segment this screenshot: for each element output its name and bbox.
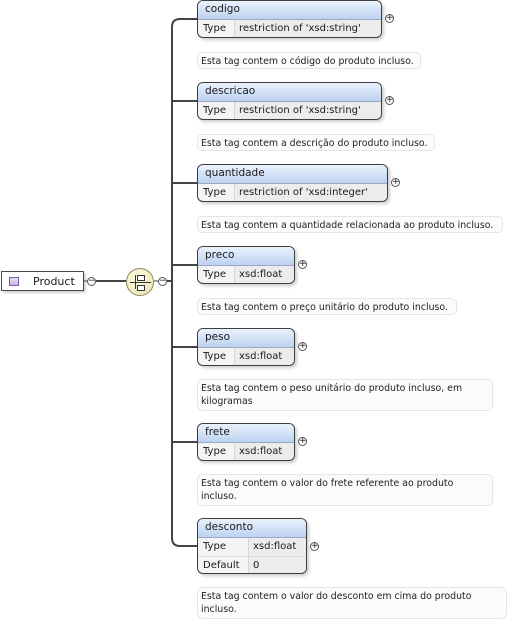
default-value: 0 <box>248 557 306 573</box>
element-peso[interactable]: peso Type xsd:float <box>197 328 295 366</box>
element-name: quantidade <box>198 165 387 184</box>
type-row: Type restriction of 'xsd:integer' <box>198 184 387 201</box>
type-value: xsd:float <box>234 266 294 283</box>
element-name: desconto <box>198 519 306 538</box>
element-name: descricao <box>198 83 381 102</box>
type-value: restriction of 'xsd:string' <box>234 102 381 119</box>
sequence-compositor[interactable] <box>126 268 154 296</box>
type-row: Type xsd:float <box>198 443 294 460</box>
type-key: Type <box>203 446 226 457</box>
preco-description: Esta tag contem o preço unitário do prod… <box>197 298 457 315</box>
element-icon <box>9 277 19 286</box>
type-row: Type xsd:float <box>198 348 294 365</box>
element-descricao[interactable]: descricao Type restriction of 'xsd:strin… <box>197 82 382 120</box>
type-value: restriction of 'xsd:integer' <box>234 184 387 201</box>
type-row: Type restriction of 'xsd:string' <box>198 20 381 37</box>
type-key: Type <box>203 541 226 552</box>
root-element-product[interactable]: Product <box>1 271 84 291</box>
expand-quantidade-toggle[interactable]: + <box>391 177 400 187</box>
expand-peso-toggle[interactable]: + <box>298 341 307 351</box>
expand-frete-toggle[interactable]: + <box>298 436 307 446</box>
frete-description: Esta tag contem o valor do frete referen… <box>197 474 493 506</box>
collapse-root-toggle[interactable]: − <box>87 276 96 286</box>
element-preco[interactable]: preco Type xsd:float <box>197 246 295 284</box>
type-key: Type <box>203 105 226 116</box>
type-key: Type <box>203 351 226 362</box>
desconto-description: Esta tag contem o valor do desconto em c… <box>197 587 507 619</box>
element-frete[interactable]: frete Type xsd:float <box>197 423 295 461</box>
type-key: Type <box>203 187 226 198</box>
type-value: xsd:float <box>248 538 306 556</box>
element-name: codigo <box>198 1 381 20</box>
element-name: preco <box>198 247 294 266</box>
element-desconto[interactable]: desconto Type xsd:float Default 0 <box>197 518 307 574</box>
collapse-sequence-toggle[interactable]: − <box>158 276 167 286</box>
root-element-label: Product <box>33 275 75 288</box>
expand-preco-toggle[interactable]: + <box>298 259 307 269</box>
element-name: peso <box>198 329 294 348</box>
type-value: restriction of 'xsd:string' <box>234 20 381 37</box>
descricao-description: Esta tag contem a descrição do produto i… <box>197 134 435 151</box>
type-row: Type xsd:float <box>198 266 294 283</box>
type-value: xsd:float <box>234 443 294 460</box>
quantidade-description: Esta tag contem a quantidade relacionada… <box>197 216 503 233</box>
type-key: Type <box>203 269 226 280</box>
expand-descricao-toggle[interactable]: + <box>385 95 394 105</box>
default-row: Default 0 <box>198 556 306 573</box>
element-codigo[interactable]: codigo Type restriction of 'xsd:string' <box>197 0 382 38</box>
expand-codigo-toggle[interactable]: + <box>385 13 394 23</box>
peso-description: Esta tag contem o peso unitário do produ… <box>197 379 493 411</box>
type-row: Type xsd:float <box>198 538 306 556</box>
type-key: Type <box>203 23 226 34</box>
element-quantidade[interactable]: quantidade Type restriction of 'xsd:inte… <box>197 164 388 202</box>
type-value: xsd:float <box>234 348 294 365</box>
codigo-description: Esta tag contem o código do produto incl… <box>197 52 421 69</box>
element-name: frete <box>198 424 294 443</box>
expand-desconto-toggle[interactable]: + <box>310 541 319 551</box>
default-key: Default <box>203 560 240 571</box>
type-row: Type restriction of 'xsd:string' <box>198 102 381 119</box>
